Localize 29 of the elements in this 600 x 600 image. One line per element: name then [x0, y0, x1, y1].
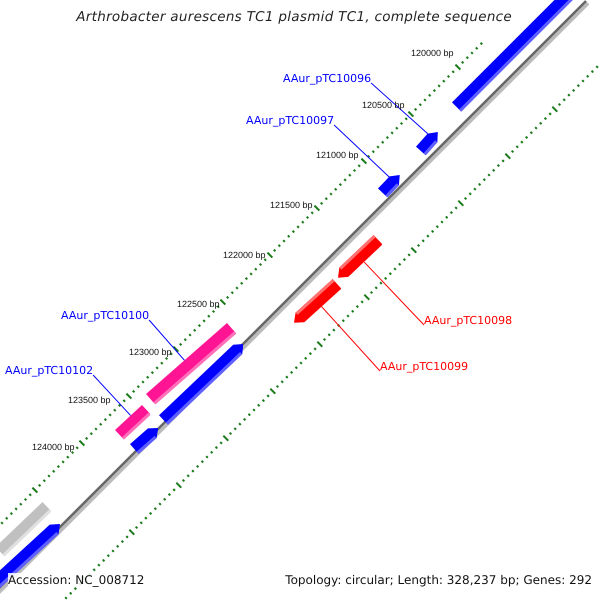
scale-label: 123500 bp	[68, 395, 111, 405]
scale-label: 121000 bp	[316, 150, 359, 160]
gene-label: AAur_pTC10100	[61, 309, 150, 322]
gene-block	[416, 132, 438, 156]
gene-label: AAur_pTC10096	[283, 72, 372, 85]
gene-block	[130, 428, 158, 454]
leader-line	[334, 124, 390, 178]
scale-label: 121500 bp	[270, 200, 313, 210]
gene-label: AAur_pTC10099	[380, 360, 468, 373]
footer-text: Accession: NC_008712	[8, 573, 144, 587]
footer-text: Topology: circular; Length: 328,237 bp; Genes: 292	[285, 573, 592, 587]
scale-label: 120500 bp	[362, 100, 405, 110]
gene-label: AAur_pTC10098	[424, 314, 512, 327]
leader-line	[321, 306, 380, 372]
gene-label: AAur_pTC10102	[5, 364, 94, 377]
scale-label: 122500 bp	[177, 299, 220, 309]
gene-block	[378, 175, 400, 198]
scale-label: 122000 bp	[223, 250, 266, 260]
leader-line	[364, 262, 424, 326]
scale-label: 123000 bp	[129, 347, 172, 357]
gene-block	[338, 235, 382, 278]
gene-block	[294, 279, 342, 323]
scale-label: 124000 bp	[32, 442, 75, 452]
gene-block	[158, 344, 243, 425]
title: Arthrobacter aurescens TC1 plasmid TC1, complete sequence	[76, 9, 512, 25]
scale-label: 120000 bp	[411, 48, 454, 58]
leader-line	[92, 374, 132, 416]
leader-line	[370, 82, 428, 134]
gene-label: AAur_pTC10097	[246, 114, 334, 127]
